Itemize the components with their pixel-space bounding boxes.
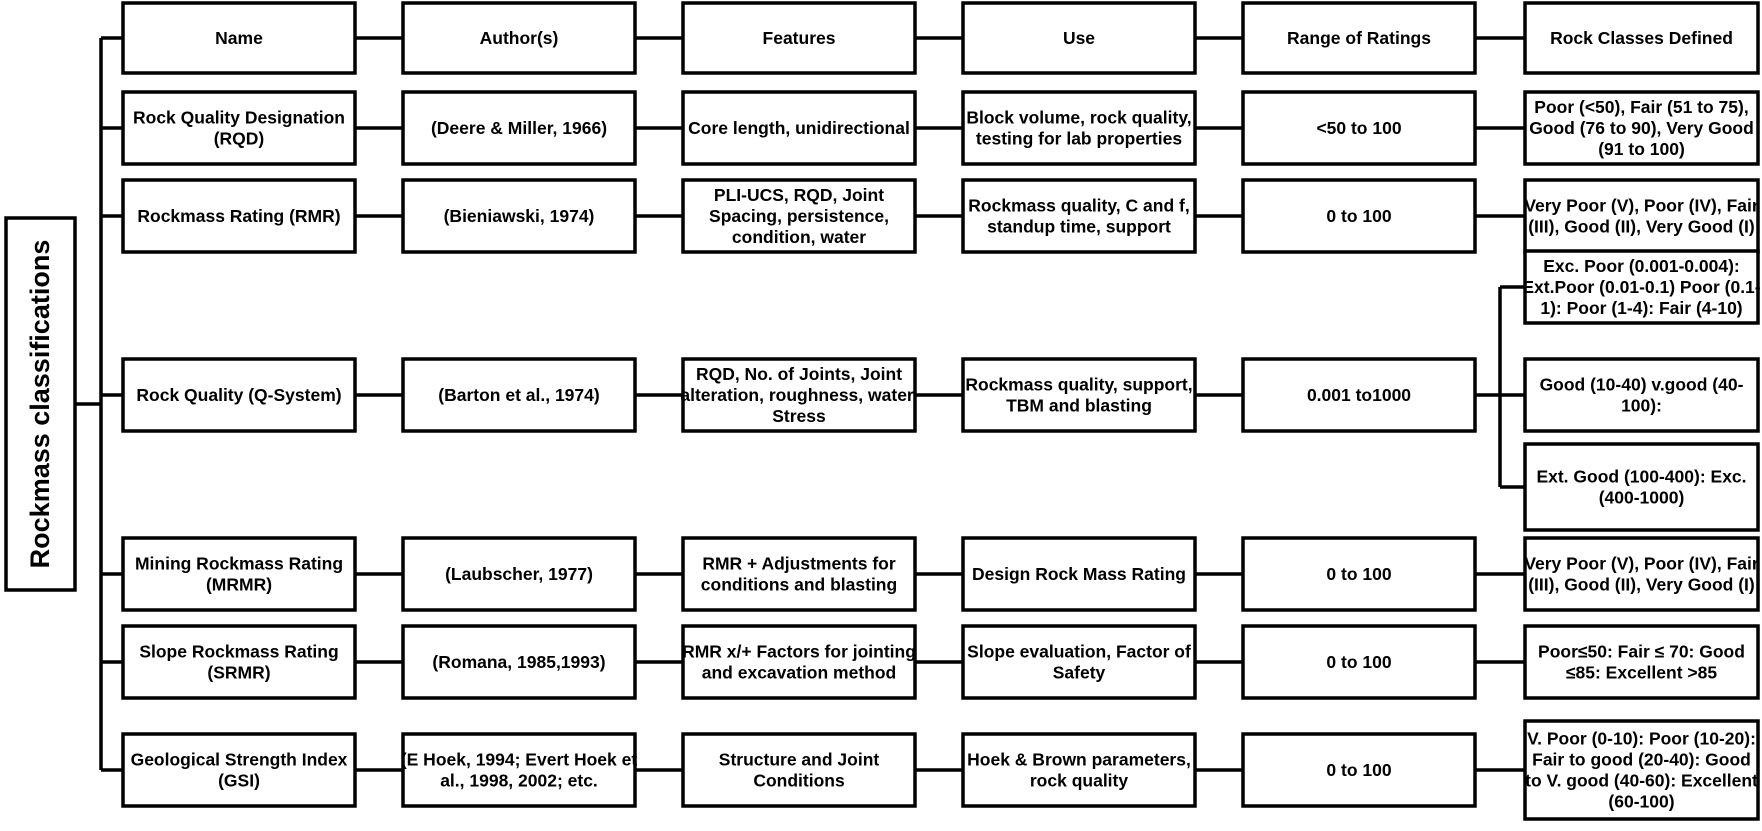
q-system-classes-2: Good (10-40) v.good (40-100): bbox=[1540, 375, 1744, 416]
gsi-classes: V. Poor (0-10): Poor (10-20):Fair to goo… bbox=[1525, 729, 1758, 812]
rqd-use: Block volume, rock quality,testing for l… bbox=[966, 108, 1191, 149]
srmr-range: 0 to 100 bbox=[1326, 652, 1391, 672]
rmr-features-box bbox=[681, 178, 917, 254]
mrmr-name: Mining Rockmass Rating(MRMR) bbox=[135, 554, 343, 595]
q-system-use: Rockmass quality, support,TBM and blasti… bbox=[965, 375, 1192, 416]
root-box bbox=[4, 216, 77, 592]
mrmr-name-box bbox=[121, 536, 357, 612]
mrmr-authors-box bbox=[401, 536, 637, 612]
rqd-range-box bbox=[1241, 90, 1477, 166]
srmr-classes-box bbox=[1523, 624, 1760, 700]
gsi-features-box bbox=[681, 732, 917, 808]
mrmr-range: 0 to 100 bbox=[1326, 564, 1391, 584]
gsi-name-box bbox=[121, 732, 357, 808]
q-system-classes-3: Ext. Good (100-400): Exc.(400-1000) bbox=[1536, 467, 1746, 508]
rmr-authors-box bbox=[401, 178, 637, 254]
mrmr-use: Design Rock Mass Rating bbox=[972, 564, 1186, 584]
rqd-use-box bbox=[961, 90, 1197, 166]
q-system-range-box bbox=[1241, 357, 1477, 433]
mrmr-classes: Very Poor (V), Poor (IV), Fair(III), Goo… bbox=[1524, 554, 1759, 595]
rmr-range: 0 to 100 bbox=[1326, 206, 1391, 226]
header-classes-box bbox=[1523, 1, 1760, 75]
q-system-authors-box bbox=[401, 357, 637, 433]
srmr-use-box bbox=[961, 624, 1197, 700]
srmr-authors: (Romana, 1985,1993) bbox=[432, 652, 605, 672]
srmr-authors-box bbox=[401, 624, 637, 700]
root-label: Rockmass classifications bbox=[25, 240, 55, 569]
rmr-name-box bbox=[121, 178, 357, 254]
gsi-use-box bbox=[961, 732, 1197, 808]
header-authors-box bbox=[401, 1, 637, 75]
rqd-features: Core length, unidirectional bbox=[688, 118, 910, 138]
srmr-name: Slope Rockmass Rating(SRMR) bbox=[139, 642, 338, 683]
gsi-range-box bbox=[1241, 732, 1477, 808]
mrmr-use-box bbox=[961, 536, 1197, 612]
q-system-name-box bbox=[121, 357, 357, 433]
header-use: Use bbox=[1063, 28, 1095, 48]
mrmr-features-box bbox=[681, 536, 917, 612]
rmr-classes: Very Poor (V), Poor (IV), Fair(III), Goo… bbox=[1524, 196, 1759, 237]
q-system-name: Rock Quality (Q-System) bbox=[136, 385, 341, 405]
gsi-use: Hoek & Brown parameters,rock quality bbox=[967, 750, 1191, 791]
rqd-classes-box bbox=[1523, 90, 1760, 166]
header-authors: Author(s) bbox=[480, 28, 559, 48]
srmr-range-box bbox=[1241, 624, 1477, 700]
srmr-classes: Poor≤50: Fair ≤ 70: Good≤85: Excellent >… bbox=[1538, 642, 1745, 683]
rqd-name: Rock Quality Designation(RQD) bbox=[133, 108, 345, 149]
rqd-classes: Poor (<50), Fair (51 to 75),Good (76 to … bbox=[1529, 97, 1754, 159]
rmr-use: Rockmass quality, C and f,standup time, … bbox=[968, 196, 1189, 237]
rqd-authors: (Deere & Miller, 1966) bbox=[431, 118, 607, 138]
q-system-features-box bbox=[681, 357, 917, 433]
header-classes: Rock Classes Defined bbox=[1550, 28, 1733, 48]
q-system-classes-box-2 bbox=[1523, 357, 1760, 433]
header-use-box bbox=[961, 1, 1197, 75]
srmr-features-box bbox=[681, 624, 917, 700]
rqd-authors-box bbox=[401, 90, 637, 166]
rmr-name: Rockmass Rating (RMR) bbox=[137, 206, 340, 226]
rmr-use-box bbox=[961, 178, 1197, 254]
header-features: Features bbox=[763, 28, 836, 48]
rmr-classes-box bbox=[1523, 178, 1760, 254]
q-system-classes-box-1 bbox=[1523, 249, 1760, 325]
q-system-range: 0.001 to1000 bbox=[1307, 385, 1411, 405]
q-system-authors: (Barton et al., 1974) bbox=[438, 385, 599, 405]
gsi-range: 0 to 100 bbox=[1326, 760, 1391, 780]
header-range-box bbox=[1241, 1, 1477, 75]
header-name: Name bbox=[215, 28, 263, 48]
mrmr-authors: (Laubscher, 1977) bbox=[445, 564, 593, 584]
srmr-name-box bbox=[121, 624, 357, 700]
rqd-features-box bbox=[681, 90, 917, 166]
rqd-range: <50 to 100 bbox=[1316, 118, 1401, 138]
q-system-classes-1: Exc. Poor (0.001-0.004):Ext.Poor (0.01-0… bbox=[1522, 256, 1760, 318]
gsi-classes-box bbox=[1523, 719, 1760, 821]
q-system-classes-box-3 bbox=[1523, 442, 1760, 532]
header-name-box bbox=[121, 1, 357, 75]
q-system-use-box bbox=[961, 357, 1197, 433]
gsi-authors-box bbox=[401, 732, 637, 808]
rmr-authors: (Bieniawski, 1974) bbox=[444, 206, 595, 226]
gsi-name: Geological Strength Index(GSI) bbox=[131, 750, 348, 791]
header-range: Range of Ratings bbox=[1287, 28, 1431, 48]
mrmr-classes-box bbox=[1523, 536, 1760, 612]
